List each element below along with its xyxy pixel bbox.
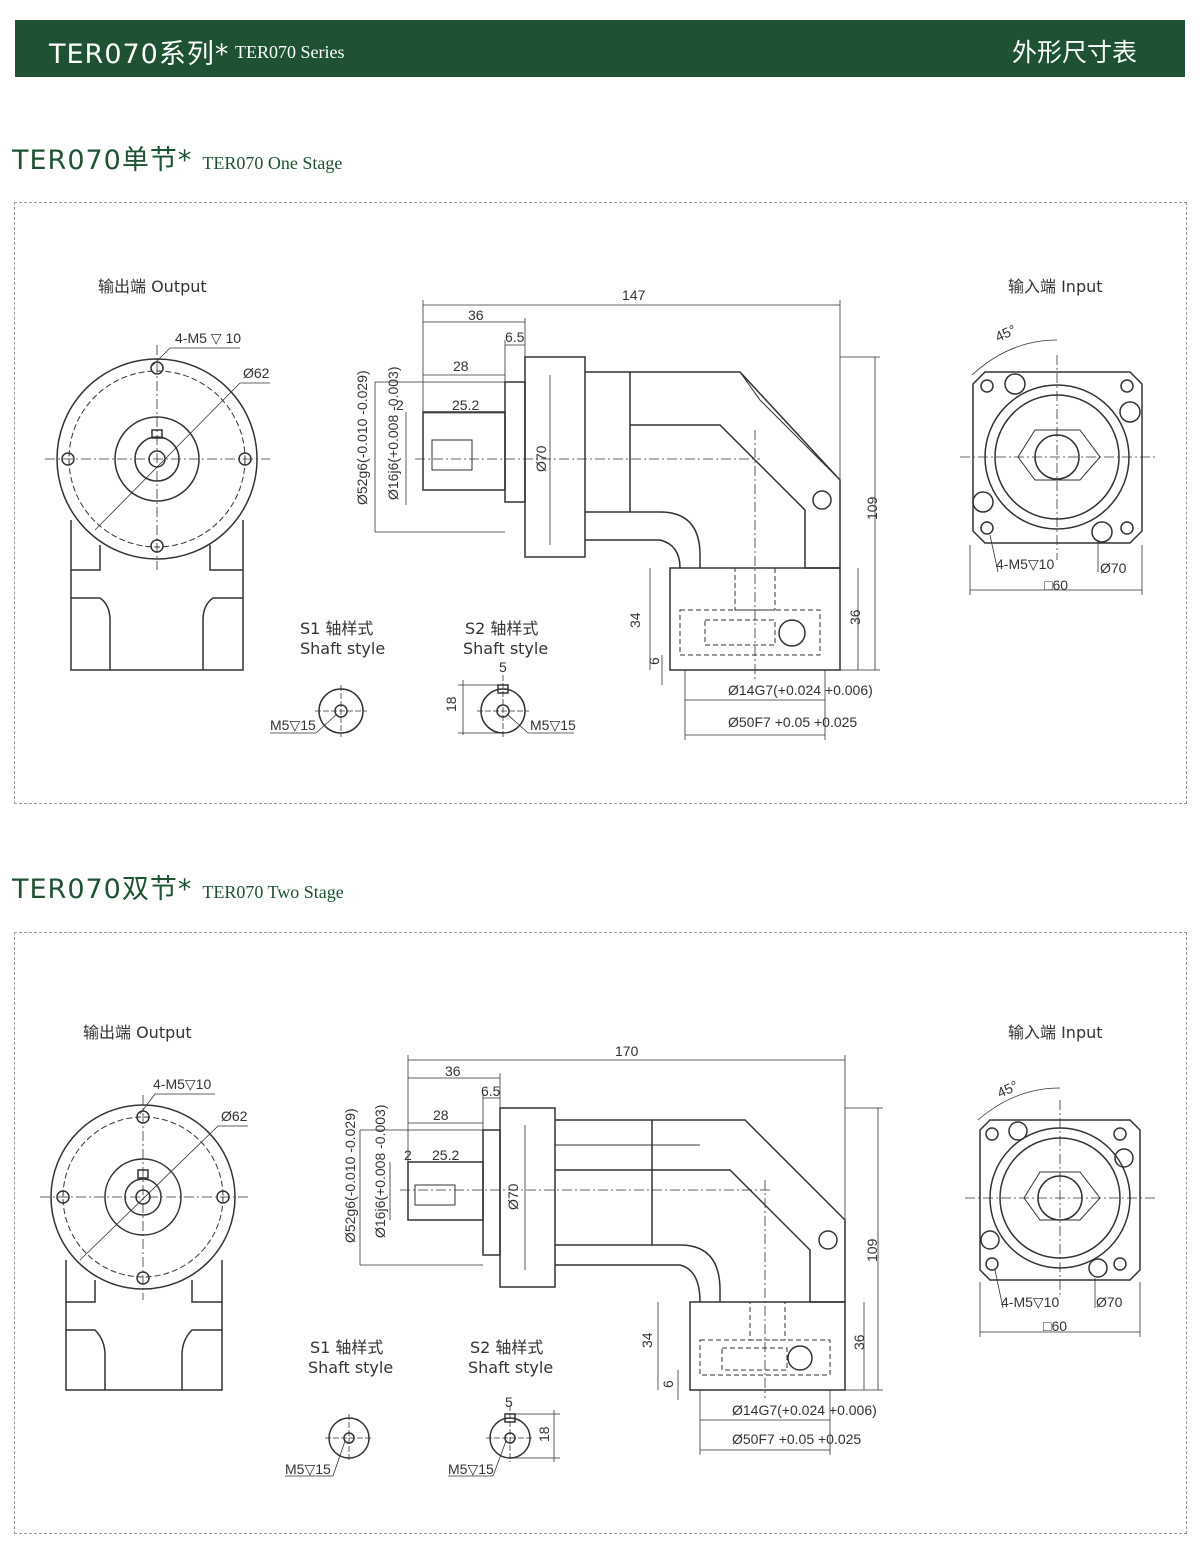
two-s2-thread: M5▽15 xyxy=(448,1461,494,1477)
series-title-cn: TER070系列* xyxy=(49,39,230,70)
two-out-pcd: Ø62 xyxy=(221,1108,248,1124)
one-len-28: 28 xyxy=(453,358,469,374)
two-h36: 36 xyxy=(851,1334,867,1350)
one-in-holes: 4-M5▽10 xyxy=(996,556,1054,572)
two-stage-dimension-lines xyxy=(359,1055,883,1455)
one-stage-title-cn: TER070单节* xyxy=(12,145,193,176)
series-title-en: TER070 Series xyxy=(235,42,345,62)
two-s1-thread: M5▽15 xyxy=(285,1461,331,1477)
two-stage-s2-cn: S2 轴样式 xyxy=(470,1338,544,1357)
two-stage-input-view xyxy=(965,1087,1155,1337)
one-len-total: 147 xyxy=(622,287,646,303)
one-stage-s1-en: Shaft style xyxy=(300,639,386,658)
two-s2-key: 5 xyxy=(505,1394,513,1410)
two-angle: 45° xyxy=(995,1077,1021,1100)
one-h36: 36 xyxy=(847,609,863,625)
one-d52: Ø52g6(-0.010 -0.029) xyxy=(354,370,370,505)
one-stage-input-label: 输入端 Input xyxy=(1008,277,1103,296)
two-stage-side-view xyxy=(400,1107,846,1398)
two-stage-panel xyxy=(14,932,1187,1534)
two-d70: Ø70 xyxy=(505,1183,521,1210)
two-stage-shaft-styles xyxy=(285,1405,560,1477)
one-h34: 34 xyxy=(627,612,643,628)
one-in-d70: Ø70 xyxy=(1100,560,1127,576)
two-in-d70: Ø70 xyxy=(1096,1294,1123,1310)
two-stage-title: TER070双节* TER070 Two Stage xyxy=(12,867,344,906)
one-d14: Ø14G7(+0.024 +0.006) xyxy=(728,682,873,698)
two-stage-input-label: 输入端 Input xyxy=(1008,1023,1103,1042)
two-s2-h: 18 xyxy=(536,1426,552,1442)
one-h6: 6 xyxy=(646,657,662,665)
two-d52: Ø52g6(-0.010 -0.029) xyxy=(342,1108,358,1243)
two-stage-s2-en: Shaft style xyxy=(468,1358,554,1377)
one-stage-s1-cn: S1 轴样式 xyxy=(300,619,374,638)
one-stage-panel xyxy=(14,202,1187,804)
one-stage-title-en: TER070 One Stage xyxy=(202,153,343,173)
one-len-25-2: 25.2 xyxy=(452,397,479,413)
one-in-sq: □60 xyxy=(1044,577,1068,593)
dimension-table-title: 外形尺寸表 xyxy=(1011,38,1137,67)
two-len-total: 170 xyxy=(615,1043,639,1059)
two-stage-s1-cn: S1 轴样式 xyxy=(310,1338,384,1357)
one-s2-thread: M5▽15 xyxy=(530,717,576,733)
two-stage-output-view xyxy=(40,1093,250,1391)
one-out-holes: 4-M5 ▽ 10 xyxy=(175,330,241,346)
two-in-holes: 4-M5▽10 xyxy=(1001,1294,1059,1310)
one-stage-s2-en: Shaft style xyxy=(463,639,549,658)
two-len-2: 2 xyxy=(404,1147,412,1163)
one-out-pcd: Ø62 xyxy=(243,365,270,381)
two-h109: 109 xyxy=(864,1238,880,1262)
two-out-holes: 4-M5▽10 xyxy=(153,1076,211,1092)
one-stage-s2-cn: S2 轴样式 xyxy=(465,619,539,638)
one-h109: 109 xyxy=(864,496,880,520)
two-in-sq: □60 xyxy=(1043,1318,1067,1334)
one-s2-h: 18 xyxy=(443,696,459,712)
one-d50: Ø50F7 +0.05 +0.025 xyxy=(728,714,857,730)
two-len-28: 28 xyxy=(433,1107,449,1123)
one-stage-input-view xyxy=(960,339,1155,595)
one-len-6-5: 6.5 xyxy=(505,329,525,345)
two-d14: Ø14G7(+0.024 +0.006) xyxy=(732,1402,877,1418)
two-h34: 34 xyxy=(639,1332,655,1348)
two-stage-title-en: TER070 Two Stage xyxy=(202,882,344,902)
two-stage-title-cn: TER070双节* xyxy=(12,874,193,905)
one-s1-thread: M5▽15 xyxy=(270,717,316,733)
one-s2-key: 5 xyxy=(499,659,507,675)
two-stage-output-label: 输出端 Output xyxy=(83,1023,192,1042)
one-len-36: 36 xyxy=(468,307,484,323)
two-stage-s1-en: Shaft style xyxy=(308,1358,394,1377)
header-bar: TER070系列* TER070 Series 外形尺寸表 xyxy=(15,20,1185,77)
one-stage-output-view xyxy=(45,345,270,671)
two-h6: 6 xyxy=(660,1380,676,1388)
two-len-36: 36 xyxy=(445,1063,461,1079)
two-d50: Ø50F7 +0.05 +0.025 xyxy=(732,1431,861,1447)
one-stage-shaft-styles xyxy=(270,675,574,737)
one-stage-dimension-lines xyxy=(374,300,880,740)
one-stage-title: TER070单节* TER070 One Stage xyxy=(12,138,342,177)
one-d16: Ø16j6(+0.008 -0.003) xyxy=(385,367,401,500)
two-d16: Ø16j6(+0.008 -0.003) xyxy=(372,1105,388,1238)
one-stage-output-label: 输出端 Output xyxy=(98,277,207,296)
two-len-25-2: 25.2 xyxy=(432,1147,459,1163)
one-len-2: 2 xyxy=(396,397,404,413)
one-d70: Ø70 xyxy=(533,445,549,472)
two-len-6-5: 6.5 xyxy=(481,1083,501,1099)
one-stage-side-view xyxy=(415,356,841,680)
